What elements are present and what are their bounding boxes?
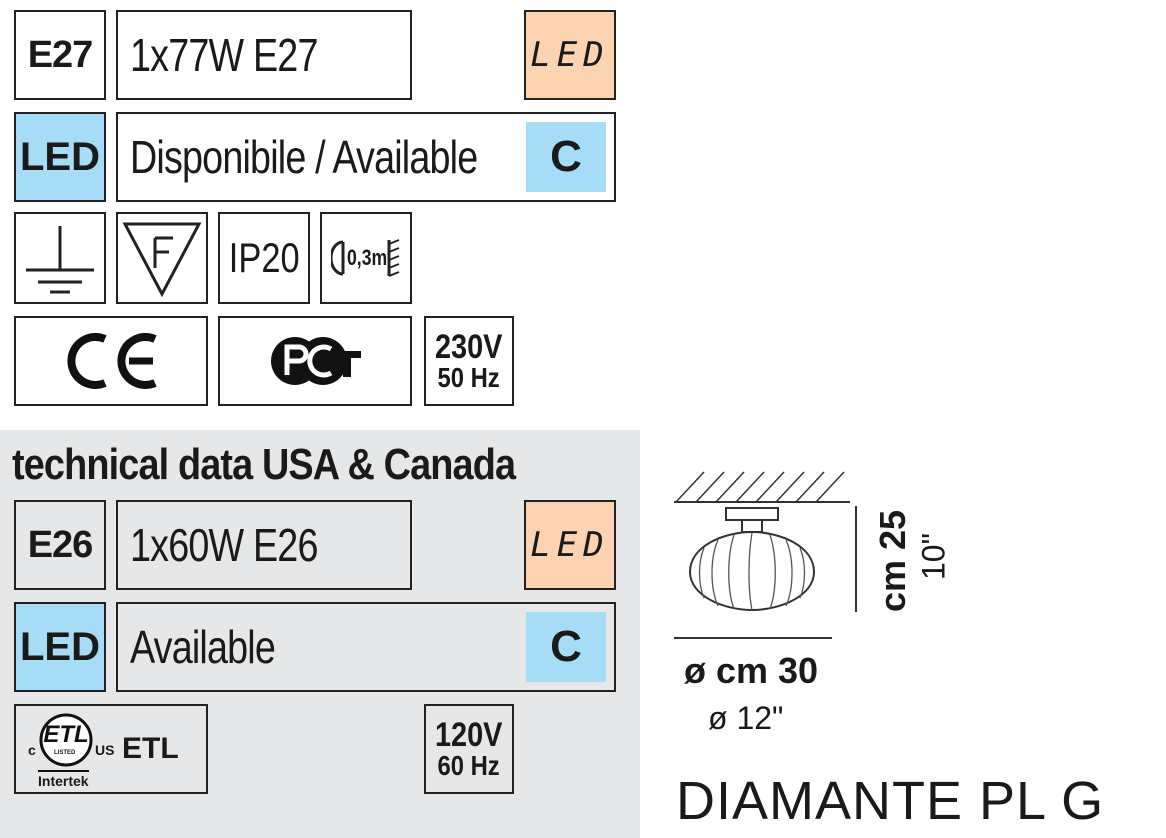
- gost-box: [218, 316, 412, 406]
- voltage-box-eu: 230V 50 Hz: [424, 316, 514, 406]
- etl-c-label: c: [28, 742, 36, 758]
- min-distance: 0,3m: [347, 245, 388, 270]
- bulb-spec-box: 1x77W E27: [116, 10, 412, 100]
- usa-section-title: technical data USA & Canada: [12, 440, 516, 489]
- ip-rating-box: IP20: [218, 212, 310, 304]
- bulb-spec: 1x60W E26: [130, 519, 318, 571]
- diameter-inch: ø 12": [708, 700, 784, 736]
- frequency: 50 Hz: [437, 362, 501, 393]
- availability-text: Available: [130, 621, 276, 673]
- ce-mark-icon: [67, 333, 157, 389]
- gost-r-mark-icon: [271, 337, 361, 385]
- led-box: LED: [14, 112, 106, 202]
- energy-class-letter: C: [550, 622, 582, 671]
- ground-symbol-box: [14, 212, 106, 304]
- led-box-usa: LED: [14, 602, 106, 692]
- diameter-cm: ø cm 30: [684, 650, 819, 691]
- etl-us-label: US: [95, 742, 115, 758]
- frequency: 60 Hz: [437, 750, 501, 781]
- height-dimension-line: [855, 506, 857, 612]
- f-mark-triangle-icon: [122, 222, 202, 298]
- energy-class: C: [526, 122, 606, 192]
- ceiling-lamp-drawing: [674, 471, 850, 639]
- led-label: LED: [20, 624, 100, 669]
- bulb-spec-box-usa: 1x60W E26: [116, 500, 412, 590]
- led-compatible-badge: LED: [524, 10, 616, 100]
- bulb-spec: 1x77W E27: [130, 29, 318, 81]
- height-inch: 10": [915, 533, 952, 580]
- led-compatible-badge-usa: LED: [524, 500, 616, 590]
- socket-code-box: E27: [14, 10, 106, 100]
- energy-class-usa: C: [526, 612, 606, 682]
- ip-rating: IP20: [228, 234, 300, 281]
- f-mark-box: [116, 212, 208, 304]
- svg-text:ETL: ETL: [43, 721, 88, 748]
- etl-listed-mark-icon: ETL: [39, 713, 93, 767]
- illuminated-surface-icon: [387, 239, 399, 277]
- product-name: DIAMANTE PL G: [676, 771, 1105, 831]
- availability-text: Disponibile / Available: [130, 131, 478, 183]
- voltage: 230V: [435, 328, 503, 366]
- etl-listed-label: LISTED: [54, 750, 76, 756]
- etl-listing-box: c ETL LISTED US ETL Intertek: [14, 704, 208, 794]
- lamp-distance-icon: [331, 240, 345, 276]
- intertek-label: Intertek: [38, 770, 89, 789]
- socket-code: E26: [27, 523, 94, 566]
- socket-code: E27: [27, 33, 94, 76]
- height-cm: cm 25: [872, 509, 913, 613]
- etl-text: ETL: [122, 732, 179, 765]
- led-label: LED: [20, 134, 100, 179]
- led-label: LED: [530, 35, 610, 75]
- ce-box: [14, 316, 208, 406]
- energy-class-letter: C: [550, 132, 582, 181]
- voltage: 120V: [435, 716, 503, 754]
- min-distance-box: 0,3m: [320, 212, 412, 304]
- earth-ground-icon: [26, 226, 94, 294]
- voltage-box-usa: 120V 60 Hz: [424, 704, 514, 794]
- led-label: LED: [530, 525, 610, 565]
- socket-code-box-usa: E26: [14, 500, 106, 590]
